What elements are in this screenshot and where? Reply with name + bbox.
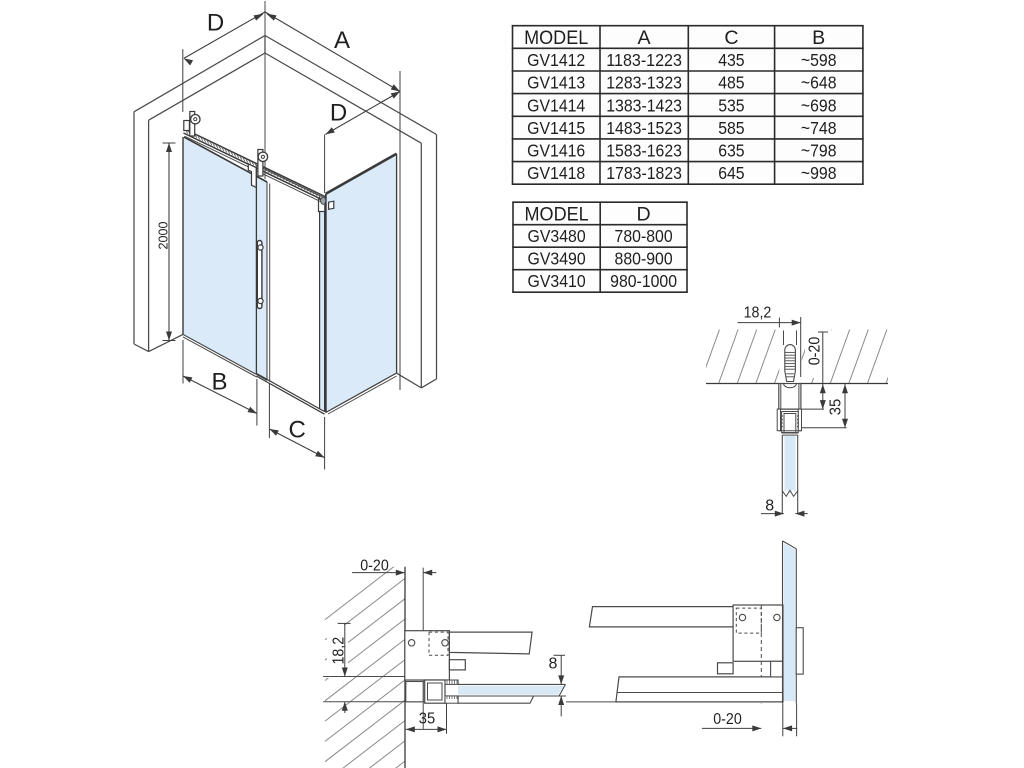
svg-text:B: B — [211, 369, 227, 396]
svg-text:MODEL: MODEL — [525, 204, 589, 226]
svg-text:A: A — [638, 27, 652, 49]
svg-text:GV3410: GV3410 — [528, 271, 586, 291]
svg-text:GV1416: GV1416 — [527, 141, 585, 161]
svg-text:8: 8 — [549, 656, 558, 673]
svg-text:535: 535 — [718, 95, 744, 115]
svg-text:~798: ~798 — [801, 141, 837, 161]
svg-text:435: 435 — [718, 50, 744, 70]
svg-text:0-20: 0-20 — [360, 558, 389, 575]
svg-text:1583-1623: 1583-1623 — [606, 141, 682, 161]
svg-text:2000: 2000 — [155, 222, 170, 250]
svg-text:~698: ~698 — [801, 95, 837, 115]
svg-text:~648: ~648 — [801, 73, 837, 93]
svg-text:D: D — [637, 204, 651, 226]
svg-text:GV1413: GV1413 — [527, 73, 585, 93]
svg-text:0-20: 0-20 — [713, 711, 742, 728]
svg-text:1183-1223: 1183-1223 — [606, 50, 682, 70]
svg-text:8: 8 — [765, 498, 774, 515]
svg-text:GV3480: GV3480 — [528, 226, 586, 246]
svg-text:35: 35 — [419, 710, 435, 727]
svg-text:GV1418: GV1418 — [527, 163, 585, 183]
svg-text:D: D — [207, 10, 224, 37]
svg-text:18,2: 18,2 — [330, 637, 347, 665]
svg-text:880-900: 880-900 — [615, 249, 673, 269]
svg-text:585: 585 — [718, 118, 744, 138]
svg-text:GV3490: GV3490 — [528, 249, 586, 269]
svg-text:GV1414: GV1414 — [527, 95, 585, 115]
svg-text:1383-1423: 1383-1423 — [606, 95, 682, 115]
svg-text:1783-1823: 1783-1823 — [606, 163, 682, 183]
svg-text:18,2: 18,2 — [744, 304, 772, 321]
svg-text:A: A — [334, 27, 350, 54]
svg-text:~748: ~748 — [801, 118, 837, 138]
svg-text:C: C — [289, 416, 306, 443]
svg-text:980-1000: 980-1000 — [610, 271, 677, 291]
svg-text:C: C — [724, 27, 738, 49]
svg-text:780-800: 780-800 — [615, 226, 673, 246]
svg-text:D: D — [330, 100, 347, 127]
svg-text:635: 635 — [718, 141, 744, 161]
svg-text:35: 35 — [828, 399, 845, 415]
svg-text:MODEL: MODEL — [524, 27, 588, 49]
svg-text:B: B — [812, 27, 825, 49]
svg-text:1283-1323: 1283-1323 — [606, 73, 682, 93]
svg-text:0-20: 0-20 — [807, 337, 824, 366]
svg-text:1483-1523: 1483-1523 — [606, 118, 682, 138]
svg-text:GV1415: GV1415 — [527, 118, 585, 138]
svg-text:~998: ~998 — [801, 163, 837, 183]
svg-text:645: 645 — [718, 163, 744, 183]
svg-text:485: 485 — [718, 73, 744, 93]
svg-text:~598: ~598 — [801, 50, 837, 70]
svg-text:GV1412: GV1412 — [527, 50, 585, 70]
